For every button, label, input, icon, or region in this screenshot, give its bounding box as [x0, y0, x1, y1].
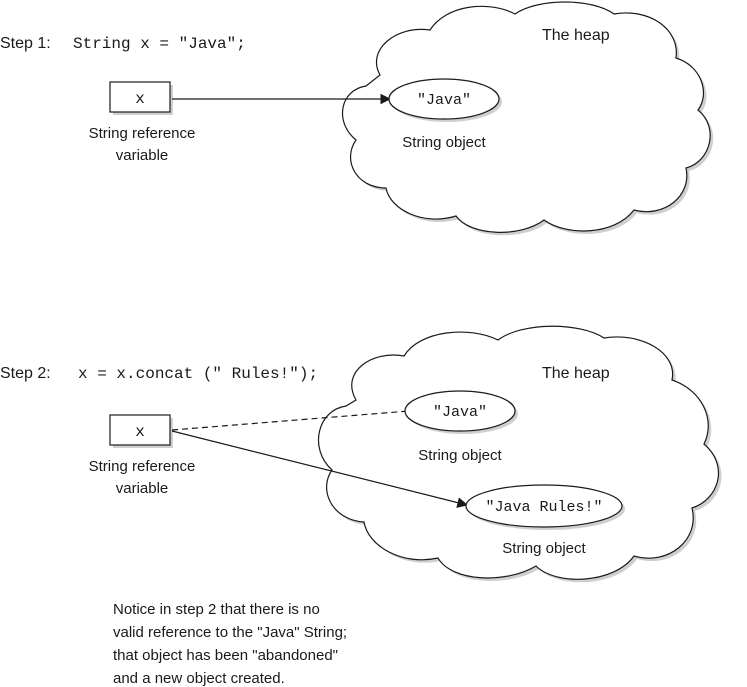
step2-new-object-caption: String object: [502, 540, 586, 557]
note-line-1: Notice in step 2 that there is no: [113, 601, 320, 618]
step1-object-value: "Java": [417, 92, 471, 109]
step1-code: String x = "Java";: [73, 35, 246, 53]
note-line-4: and a new object created.: [113, 670, 285, 687]
step2-code: x = x.concat (" Rules!");: [78, 365, 318, 383]
step1-var-box: [109, 81, 171, 113]
step1-var-caption-2: variable: [116, 147, 169, 164]
step2-var-name: x: [135, 423, 145, 441]
step2-var-caption-2: variable: [116, 480, 169, 497]
step2-var-box: [109, 414, 171, 446]
step1-object-caption: String object: [402, 134, 486, 151]
step1-label: Step 1:: [0, 35, 51, 52]
step1-heap-cloud: [341, 1, 714, 236]
step2-new-string-object: [465, 484, 623, 528]
explanatory-note: Notice in step 2 that there is no valid …: [113, 601, 347, 687]
note-line-3: that object has been "abandoned": [113, 647, 338, 664]
step1-heap-label: The heap: [542, 27, 610, 44]
step2-new-object-value: "Java Rules!": [485, 499, 602, 516]
step1-string-object: [388, 78, 500, 120]
step2-group: Step 2: x = x.concat (" Rules!"); The he…: [0, 325, 722, 583]
step2-new-reference-arrow: [171, 430, 469, 508]
step1-var-caption-1: String reference: [89, 125, 196, 142]
step2-old-object-caption: String object: [418, 447, 502, 464]
step2-old-object-value: "Java": [433, 404, 487, 421]
step2-label: Step 2:: [0, 365, 51, 382]
step1-group: Step 1: String x = "Java"; The heap x St…: [0, 1, 714, 236]
note-line-2: valid reference to the "Java" String;: [113, 624, 347, 641]
step2-old-string-object: [404, 390, 516, 432]
step2-heap-label: The heap: [542, 365, 610, 382]
step2-var-caption-1: String reference: [89, 458, 196, 475]
step1-var-name: x: [135, 90, 145, 108]
